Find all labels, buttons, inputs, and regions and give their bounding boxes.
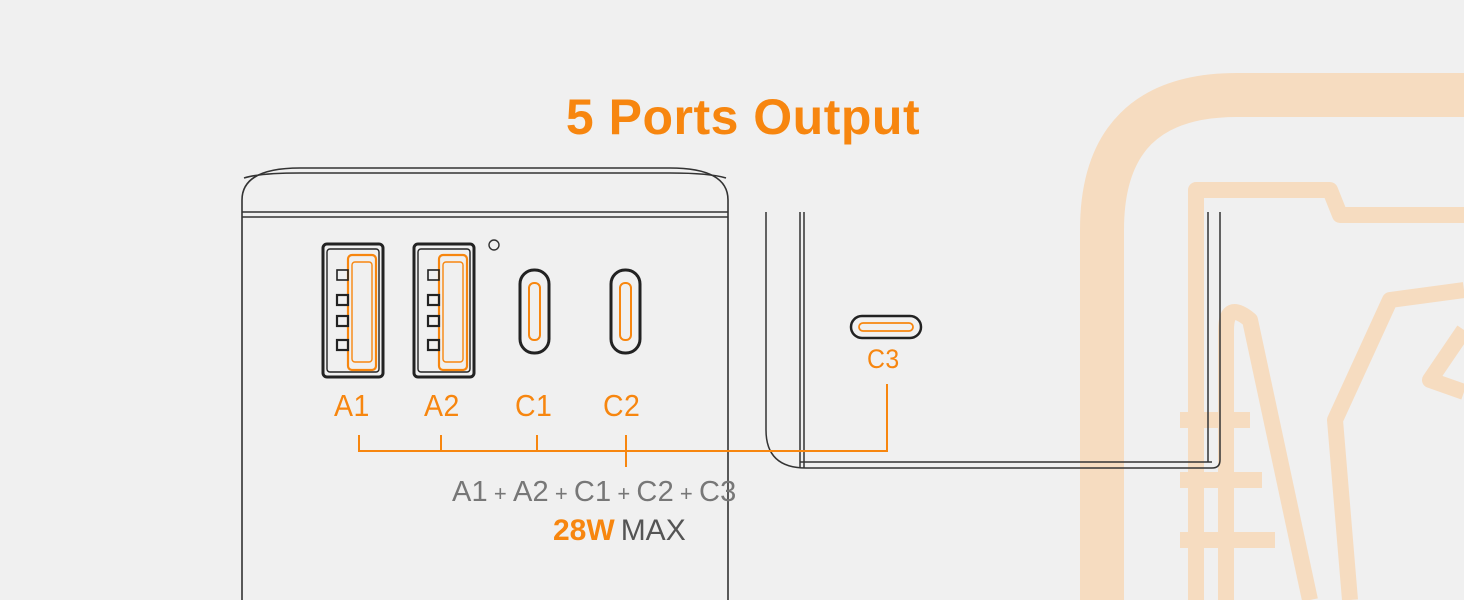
formula-term: A2: [512, 476, 549, 508]
formula-plus: +: [679, 481, 693, 506]
formula-term: C2: [636, 476, 674, 508]
formula-term: C1: [573, 476, 612, 508]
port-label-a2: A2: [424, 388, 460, 423]
formula-plus: +: [493, 481, 507, 506]
port-label-c3: C3: [867, 344, 900, 374]
max-power-label: MAX: [620, 514, 686, 547]
formula-term: C3: [698, 476, 737, 508]
formula-term: A1: [452, 476, 488, 508]
port-label-c1: C1: [515, 388, 553, 423]
port-label-a1: A1: [334, 388, 370, 423]
indicator-led: [488, 239, 500, 251]
output-formula: A1+A2+C1+C2+C3: [452, 476, 736, 509]
max-power-value: 28W: [553, 514, 615, 547]
formula-plus: +: [617, 481, 631, 506]
port-label-c2: C2: [603, 388, 641, 423]
page-title: 5 Ports Output: [565, 89, 921, 145]
formula-plus: +: [554, 481, 568, 506]
